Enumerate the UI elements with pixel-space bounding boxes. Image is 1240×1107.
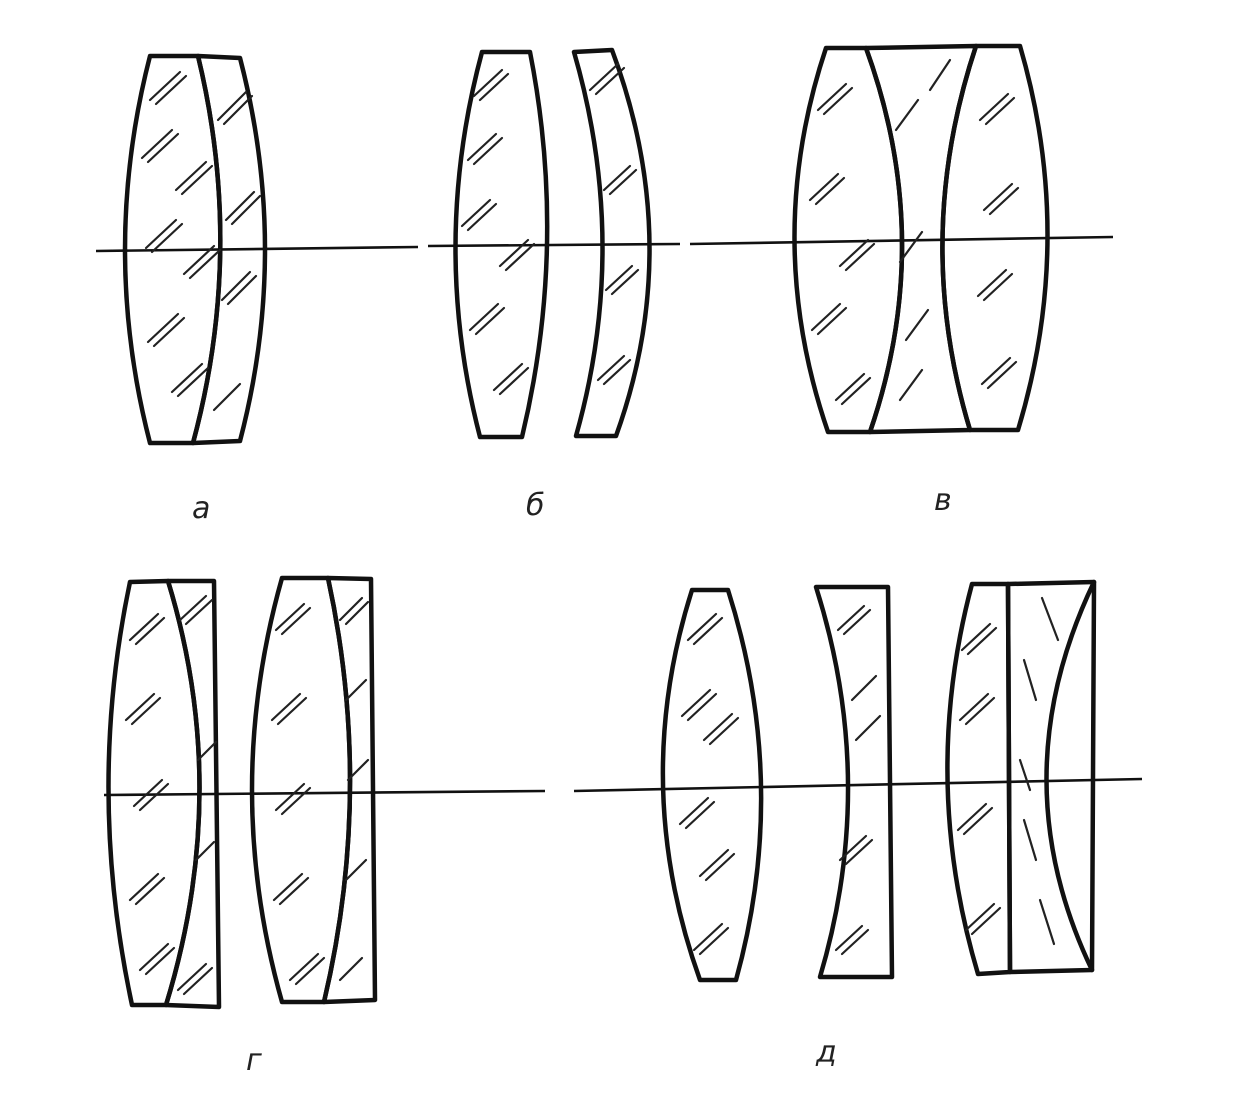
- label-d: д: [815, 1035, 837, 1070]
- glass-hatching-a: [140, 70, 262, 412]
- glass-hatching-d: [678, 596, 1060, 956]
- lens-g-rear-negative-element: [321, 575, 378, 1005]
- scheme-b: [427, 47, 681, 440]
- lens-b-biconvex-element: [453, 49, 550, 440]
- label-v: в: [934, 483, 952, 518]
- lens-g-front-negative-element: [163, 578, 222, 1010]
- label-g: г: [246, 1043, 262, 1078]
- lens-v-rear-element: [940, 43, 1050, 433]
- lens-a-rear-element: [190, 53, 268, 446]
- glass-hatching-v: [808, 58, 1020, 406]
- label-a: а: [192, 491, 210, 526]
- glass-hatching-g: [124, 594, 370, 996]
- optical-axis-b: [427, 242, 681, 248]
- optical-axis-d: [573, 777, 1143, 793]
- scheme-g: [103, 575, 546, 1010]
- lens-d-front-biconvex-element: [660, 587, 764, 983]
- scheme-v: [689, 43, 1114, 435]
- lens-d-rear-positive-element: [945, 581, 1013, 977]
- scheme-d: [573, 579, 1143, 983]
- lens-b-meniscus-element: [571, 47, 652, 439]
- lens-d-rear-concave-surface: [1044, 579, 1097, 973]
- glass-hatching-b: [460, 62, 640, 396]
- lens-d-rear-negative-element: [1005, 579, 1097, 975]
- lens-d-biconcave-element: [813, 584, 895, 980]
- scheme-a: [95, 53, 419, 446]
- optical-axis-g: [103, 789, 546, 797]
- scheme-labels: а б в г д: [192, 483, 952, 1078]
- label-b: б: [526, 488, 545, 523]
- optical-axis-a: [95, 245, 419, 253]
